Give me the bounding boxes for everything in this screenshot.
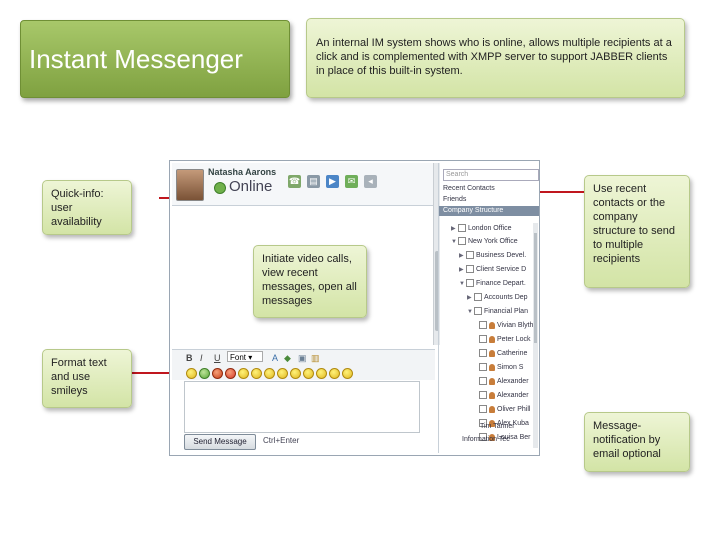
contacts-scrollbar[interactable] xyxy=(533,223,538,448)
image-icon[interactable]: ▣ xyxy=(298,353,307,363)
tree-person[interactable]: Peter Lock xyxy=(479,335,530,343)
tree-label: Oliver Phill xyxy=(497,405,531,413)
chat-header: Natasha Aarons Online ☎ ▤ ▶ ✉ ◂ xyxy=(172,163,435,206)
smiley-icon[interactable] xyxy=(264,368,275,379)
search-input[interactable]: Search xyxy=(443,169,539,181)
intro-description: An internal IM system shows who is onlin… xyxy=(306,18,685,98)
smiley-icon[interactable] xyxy=(199,368,210,379)
tree-label: Alexander xyxy=(497,391,529,399)
italic-button[interactable]: I xyxy=(200,353,203,363)
menu-company-structure[interactable]: Company Structure xyxy=(439,206,539,216)
tree-label: Louisa Ber xyxy=(497,433,531,441)
page-title: Instant Messenger xyxy=(20,20,290,98)
callout-recent: Use recent contacts or the company struc… xyxy=(584,175,690,288)
tree-item[interactable]: ▶Business Devel. xyxy=(459,251,527,259)
tree-item[interactable]: Information Tec xyxy=(462,436,510,443)
video-icon[interactable]: ▶ xyxy=(326,175,339,188)
online-status-icon xyxy=(214,182,226,194)
tree-label: Simon S xyxy=(497,363,524,371)
tree-person[interactable]: Catherine xyxy=(479,349,527,357)
smiley-icon[interactable] xyxy=(303,368,314,379)
link-icon[interactable]: ◆ xyxy=(284,353,291,363)
tree-label: Vivian Blyth xyxy=(497,321,534,329)
tree-person[interactable]: Louisa Ber xyxy=(479,433,530,441)
tree-label: New York Office xyxy=(468,237,518,245)
inbox-icon[interactable]: ◂ xyxy=(364,175,377,188)
tree-item[interactable]: ▶Accounts Dep xyxy=(467,293,528,301)
tree-label: Financial Plan xyxy=(484,307,528,315)
smiley-icon[interactable] xyxy=(329,368,340,379)
attach-icon[interactable]: ▥ xyxy=(311,353,320,363)
contacts-icon[interactable]: ▤ xyxy=(307,175,320,188)
tree-label: Information Tec xyxy=(462,436,510,443)
smiley-icon[interactable] xyxy=(290,368,301,379)
connector-recent xyxy=(529,191,584,193)
smiley-icon[interactable] xyxy=(342,368,353,379)
send-shortcut-hint: Ctrl+Enter xyxy=(263,436,300,445)
smiley-icon[interactable] xyxy=(238,368,249,379)
tree-label: Peter Lock xyxy=(497,335,531,343)
format-toolbar: B I U Font ▾ A ◆ ▣ ▥ xyxy=(172,349,435,380)
tree-person[interactable]: Alexander xyxy=(479,377,529,385)
tree-label: Business Devel. xyxy=(476,251,527,259)
tree-label: Tim Tanner xyxy=(480,423,515,430)
font-size-icon[interactable]: A xyxy=(272,353,279,363)
user-name: Natasha Aarons xyxy=(208,167,277,177)
tree-label: London Office xyxy=(468,224,512,232)
message-input[interactable] xyxy=(184,381,420,433)
tree-person[interactable]: Tim Tanner xyxy=(480,423,515,430)
send-message-button[interactable]: Send Message xyxy=(184,434,256,450)
tree-label: Finance Depart. xyxy=(476,279,526,287)
callout-video: Initiate video calls, view recent messag… xyxy=(253,245,367,318)
tree-item[interactable]: ▼Finance Depart. xyxy=(459,279,526,287)
smiley-icon[interactable] xyxy=(212,368,223,379)
avatar[interactable] xyxy=(176,169,204,201)
callout-notify: Message-notification by email optional xyxy=(584,412,690,472)
tree-label: Alex Kuba xyxy=(497,419,529,427)
smiley-icon[interactable] xyxy=(225,368,236,379)
underline-button[interactable]: U xyxy=(214,353,221,363)
menu-recent-contacts[interactable]: Recent Contacts xyxy=(443,185,495,192)
smiley-icon[interactable] xyxy=(316,368,327,379)
tree-item[interactable]: ▼New York Office xyxy=(451,237,518,245)
bold-button[interactable]: B xyxy=(186,353,193,363)
contacts-pane: Search Recent Contacts Friends Company S… xyxy=(438,163,539,453)
callout-format: Format text and use smileys xyxy=(42,349,132,408)
scroll-thumb[interactable] xyxy=(534,233,537,343)
phone-icon[interactable]: ☎ xyxy=(288,175,301,188)
tree-item[interactable]: ▼Financial Plan xyxy=(467,307,528,315)
tree-label: Alexander xyxy=(497,377,529,385)
tree-person[interactable]: Alexander xyxy=(479,391,529,399)
scroll-thumb[interactable] xyxy=(435,251,439,331)
tree-person[interactable]: Simon S xyxy=(479,363,523,371)
history-scrollbar[interactable] xyxy=(433,163,440,345)
tree-person[interactable]: Vivian Blyth xyxy=(479,321,533,329)
tree-label: Accounts Dep xyxy=(484,293,528,301)
messages-icon[interactable]: ✉ xyxy=(345,175,358,188)
smiley-icon[interactable] xyxy=(251,368,262,379)
smiley-icon[interactable] xyxy=(277,368,288,379)
font-select-value: Font xyxy=(230,353,247,362)
tree-person[interactable]: Oliver Phill xyxy=(479,405,530,413)
tree-item[interactable]: ▶Client Service D xyxy=(459,265,527,273)
menu-friends[interactable]: Friends xyxy=(443,196,467,203)
tree-label: Catherine xyxy=(497,349,528,357)
chat-pane: Natasha Aarons Online ☎ ▤ ▶ ✉ ◂ B I U Fo… xyxy=(172,163,440,453)
font-select[interactable]: Font ▾ xyxy=(227,351,263,362)
tree-label: Client Service D xyxy=(476,265,527,273)
status-text[interactable]: Online xyxy=(229,178,273,195)
smiley-icon[interactable] xyxy=(186,368,197,379)
callout-quick-info: Quick-info: user availability xyxy=(42,180,132,235)
tree-person[interactable]: Alex Kuba xyxy=(479,419,529,427)
tree-item[interactable]: ▶London Office xyxy=(451,224,512,232)
